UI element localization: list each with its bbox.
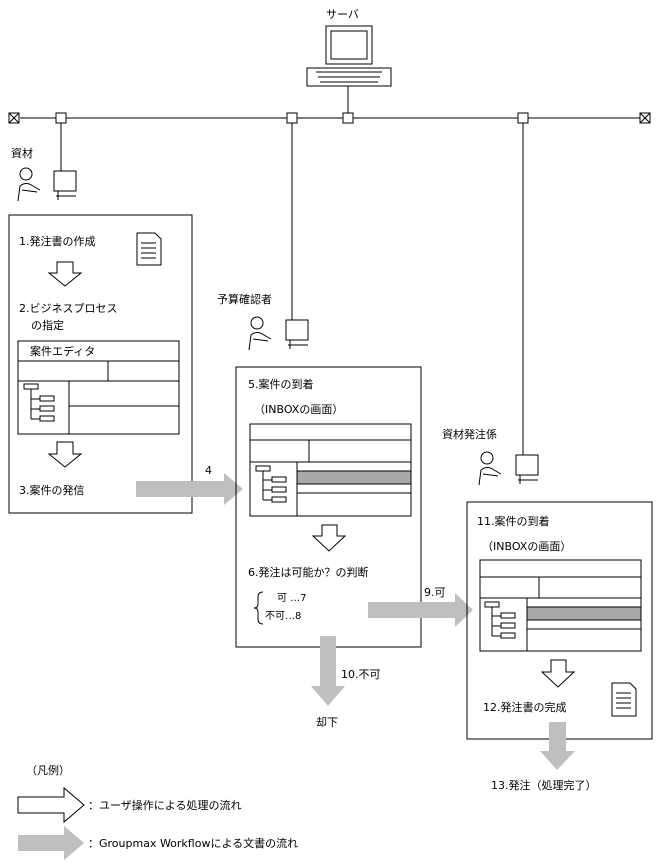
step1-label: 1.発注書の作成 xyxy=(19,235,96,248)
selected-row xyxy=(296,470,412,485)
document-icon xyxy=(611,682,637,717)
order-clerk-drop-line xyxy=(520,123,524,463)
document-flow-arrow xyxy=(540,722,575,770)
document-flow-arrow xyxy=(368,593,473,627)
network-terminator-right-icon xyxy=(639,112,651,124)
material-actor-label: 資材 xyxy=(11,147,33,160)
flow10-label: 10.不可 xyxy=(341,668,381,681)
user-flow-arrow xyxy=(47,261,83,287)
server-label: サーバ xyxy=(326,8,359,21)
tree-view-icon xyxy=(23,383,55,422)
legend-document-flow-arrow xyxy=(18,826,84,860)
material-drop-line xyxy=(56,123,62,173)
inbox-caption: （INBOXの画面） xyxy=(482,540,572,553)
rejected-label: 却下 xyxy=(316,716,338,729)
inbox-caption: （INBOXの画面） xyxy=(254,403,344,416)
budget-drop-line xyxy=(289,123,293,321)
network-node-icon xyxy=(342,112,354,124)
user-at-terminal-icon xyxy=(478,451,539,486)
network-node-icon xyxy=(286,112,298,124)
document-icon xyxy=(136,232,162,266)
option-ok-label: 可 …7 xyxy=(277,593,307,604)
user-flow-arrow xyxy=(540,659,576,688)
network-node-icon xyxy=(55,112,67,124)
flow13-label: 13.発注（処理完了） xyxy=(491,779,597,792)
legend-user-flow-label: ：ユーザ操作による処理の流れ xyxy=(88,799,242,812)
flow9-label: 9.可 xyxy=(424,586,446,599)
user-at-terminal-icon xyxy=(17,167,77,202)
legend-title: （凡例） xyxy=(26,764,70,777)
tree-view-icon xyxy=(484,601,516,639)
legend-document-flow-label: ：Groupmax Workflowによる文書の流れ xyxy=(88,837,299,850)
legend-user-flow-arrow xyxy=(17,786,85,824)
selected-row xyxy=(526,606,642,621)
network-node-icon xyxy=(517,112,529,124)
flow4-label: 4 xyxy=(205,464,212,477)
document-flow-arrow xyxy=(311,636,345,706)
step5-label: 5.案件の到着 xyxy=(248,378,314,391)
step2-label-cont: の指定 xyxy=(31,319,64,332)
budget-actor-label: 予算確認者 xyxy=(217,293,272,306)
document-flow-arrow xyxy=(136,473,243,505)
step3-label: 3.案件の発信 xyxy=(19,484,85,497)
option-ng-label: 不可…8 xyxy=(265,611,302,622)
order-clerk-actor-label: 資材発注係 xyxy=(442,428,497,441)
tree-view-icon xyxy=(255,465,287,503)
step12-label: 12.発注書の完成 xyxy=(483,701,567,714)
user-at-terminal-icon xyxy=(248,316,309,351)
user-flow-arrow xyxy=(47,441,83,468)
user-flow-arrow xyxy=(311,524,347,552)
requester-panel xyxy=(8,214,193,514)
case-editor-title: 案件エディタ xyxy=(30,345,96,358)
step2-label: 2.ビジネスプロセス xyxy=(19,302,118,315)
network-terminator-left-icon xyxy=(8,112,20,124)
decision-brace xyxy=(253,591,264,625)
step11-label: 11.案件の到着 xyxy=(477,515,550,528)
server-icon xyxy=(306,25,392,87)
step6-label: 6.発注は可能か？の判断 xyxy=(248,566,369,579)
